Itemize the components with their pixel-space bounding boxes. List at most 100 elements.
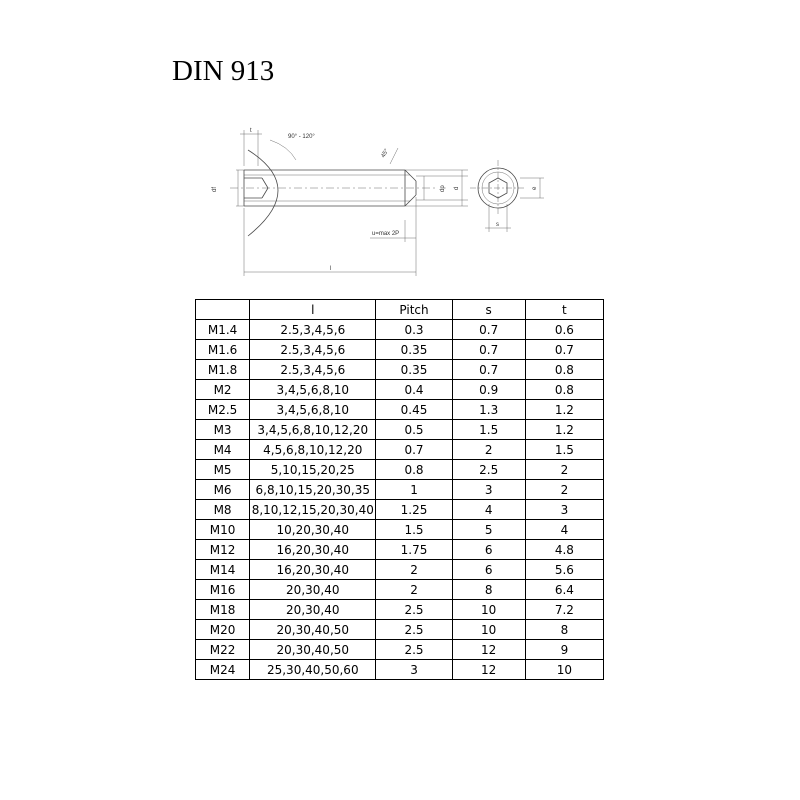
cell-s: 6 (451, 539, 526, 560)
cell-s: 0.9 (451, 379, 526, 400)
cell-pitch: 2.5 (375, 619, 453, 640)
t-dimension-label: t (250, 128, 252, 134)
cell-size: M1.6 (194, 339, 251, 360)
cell-s: 2 (451, 439, 526, 460)
cell-pitch: 0.3 (375, 319, 453, 340)
cell-pitch: 0.4 (375, 379, 453, 400)
cell-s: 6 (451, 559, 526, 580)
cell-t: 1.2 (524, 419, 605, 440)
cell-t: 5.6 (524, 559, 605, 580)
cell-length: 4,5,6,8,10,12,20 (249, 439, 377, 460)
cell-length: 3,4,5,6,8,10 (249, 379, 377, 400)
header-length: l (249, 299, 377, 320)
cell-pitch: 0.45 (375, 399, 453, 420)
cell-length: 2.5,3,4,5,6 (249, 359, 377, 380)
cell-size: M5 (194, 459, 251, 480)
cell-t: 1.5 (524, 439, 605, 460)
cell-length: 10,20,30,40 (249, 519, 377, 540)
cell-t: 4.8 (524, 539, 605, 560)
cell-length: 20,30,40 (249, 599, 377, 620)
cell-t: 0.8 (524, 379, 605, 400)
cell-size: M3 (194, 419, 251, 440)
cell-length: 2.5,3,4,5,6 (249, 339, 377, 360)
cell-t: 4 (524, 519, 605, 540)
cell-t: 7.2 (524, 599, 605, 620)
cell-size: M1.4 (194, 319, 251, 340)
header-s: s (451, 299, 526, 320)
length-label: l (330, 266, 331, 272)
cell-t: 1.2 (524, 399, 605, 420)
s-dimension-label: s (496, 222, 499, 228)
d-dimension-label: d (454, 187, 460, 190)
cell-size: M12 (194, 539, 251, 560)
cell-length: 25,30,40,50,60 (249, 659, 377, 680)
cell-pitch: 0.8 (375, 459, 453, 480)
cell-length: 16,20,30,40 (249, 559, 377, 580)
cell-t: 9 (524, 639, 605, 660)
cell-t: 0.6 (524, 319, 605, 340)
cell-s: 1.3 (451, 399, 526, 420)
cell-size: M10 (194, 519, 251, 540)
cell-pitch: 1.25 (375, 499, 453, 520)
cell-pitch: 2.5 (375, 599, 453, 620)
cell-pitch: 1.5 (375, 519, 453, 540)
cell-length: 6,8,10,15,20,30,35 (249, 479, 377, 500)
cell-pitch: 1 (375, 479, 453, 500)
cell-size: M20 (194, 619, 251, 640)
cell-size: M1.8 (194, 359, 251, 380)
cell-size: M2.5 (194, 399, 251, 420)
cell-pitch: 1.75 (375, 539, 453, 560)
header-size (194, 299, 251, 320)
chamfer-angle-label: 90° - 120° (288, 134, 315, 140)
cell-t: 2 (524, 459, 605, 480)
cell-t: 8 (524, 619, 605, 640)
cell-s: 1.5 (451, 419, 526, 440)
cell-length: 3,4,5,6,8,10,12,20 (249, 419, 377, 440)
cell-pitch: 0.35 (375, 339, 453, 360)
cell-size: M18 (194, 599, 251, 620)
cell-s: 3 (451, 479, 526, 500)
df-dimension-label: df (212, 187, 218, 192)
cell-s: 12 (451, 639, 526, 660)
cell-t: 2 (524, 479, 605, 500)
cell-s: 0.7 (451, 319, 526, 340)
document-title: DIN 913 (172, 55, 275, 87)
cell-size: M14 (194, 559, 251, 580)
cell-pitch: 0.7 (375, 439, 453, 460)
cell-s: 4 (451, 499, 526, 520)
cell-size: M8 (194, 499, 251, 520)
cell-pitch: 0.35 (375, 359, 453, 380)
cell-s: 0.7 (451, 339, 526, 360)
cell-pitch: 3 (375, 659, 453, 680)
cell-length: 2.5,3,4,5,6 (249, 319, 377, 340)
screw-side-view (230, 130, 468, 276)
cell-size: M6 (194, 479, 251, 500)
cell-s: 10 (451, 619, 526, 640)
cell-t: 3 (524, 499, 605, 520)
cell-s: 5 (451, 519, 526, 540)
cell-s: 12 (451, 659, 526, 680)
cell-s: 10 (451, 599, 526, 620)
cell-size: M22 (194, 639, 251, 660)
cell-pitch: 2.5 (375, 639, 453, 660)
cell-t: 0.8 (524, 359, 605, 380)
cell-pitch: 2 (375, 579, 453, 600)
cell-pitch: 2 (375, 559, 453, 580)
